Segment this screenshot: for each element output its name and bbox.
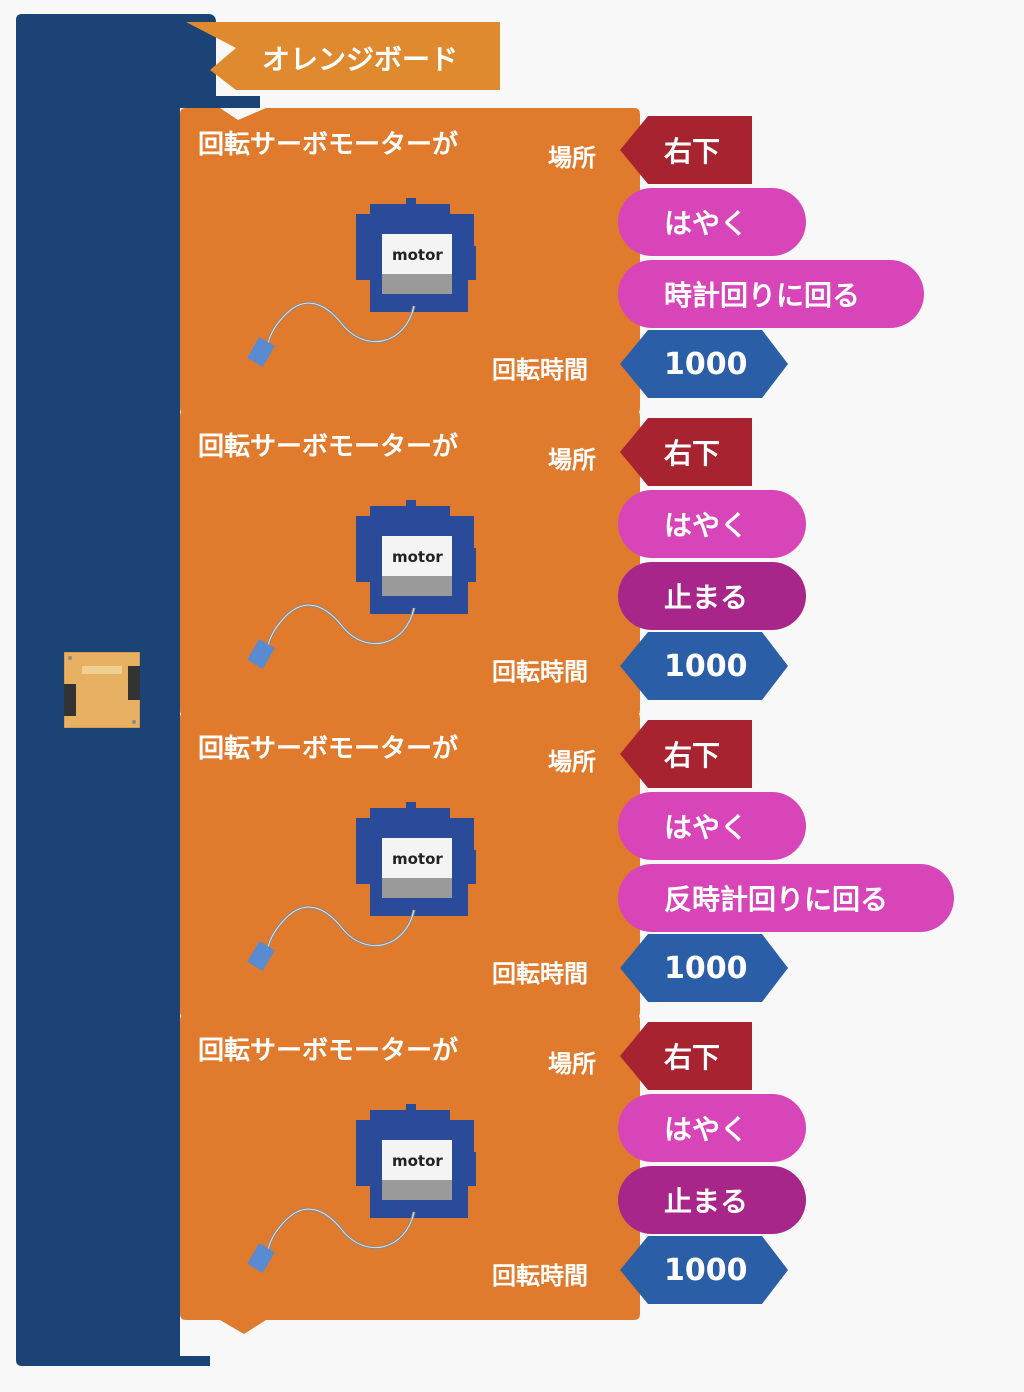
servo-block-title: 回転サーボモーターが: [198, 432, 459, 462]
speed-dropdown[interactable]: はやく: [664, 207, 749, 240]
speed-field-shape: [618, 792, 806, 860]
hat-label[interactable]: オレンジボード: [262, 43, 459, 76]
servo-motor-icon: [247, 802, 476, 971]
motor-label: motor: [392, 1152, 443, 1170]
duration-label: 回転時間: [492, 960, 588, 988]
location-field-shape: [620, 720, 752, 788]
duration-field-shape: [620, 934, 788, 1002]
location-field-shape: [620, 418, 752, 486]
speed-field-shape: [618, 188, 806, 256]
rotation-action-dropdown[interactable]: 止まる: [664, 1185, 749, 1218]
motor-label: motor: [392, 246, 443, 264]
place-label: 場所: [548, 144, 596, 172]
duration-field-shape: [620, 1236, 788, 1304]
hat-block-shape: [186, 22, 500, 90]
motor-label: motor: [392, 548, 443, 566]
place-label: 場所: [548, 748, 596, 776]
duration-input[interactable]: 1000: [664, 648, 748, 684]
duration-label: 回転時間: [492, 1262, 588, 1290]
duration-label: 回転時間: [492, 658, 588, 686]
rotation-action-dropdown[interactable]: 時計回りに回る: [664, 279, 861, 312]
place-label: 場所: [548, 1050, 596, 1078]
action-field-shape: [618, 864, 954, 932]
servo-block-title: 回転サーボモーターが: [198, 130, 459, 160]
schoomy-board-icon: [64, 652, 140, 728]
servo-block[interactable]: [0, 1014, 1024, 1346]
action-field-shape: [618, 260, 924, 328]
speed-field-shape: [618, 490, 806, 558]
duration-field-shape: [620, 330, 788, 398]
servo-motor-icon: [247, 500, 476, 669]
servo-block[interactable]: [0, 108, 1024, 440]
servo-block[interactable]: [0, 712, 1024, 1044]
rotation-action-dropdown[interactable]: 反時計回りに回る: [664, 883, 889, 916]
duration-input[interactable]: 1000: [664, 346, 748, 382]
location-dropdown[interactable]: 右下: [664, 437, 721, 470]
duration-field-shape: [620, 632, 788, 700]
location-dropdown[interactable]: 右下: [664, 1041, 721, 1074]
action-field-shape: [618, 562, 806, 630]
speed-dropdown[interactable]: はやく: [664, 811, 749, 844]
location-field-shape: [620, 1022, 752, 1090]
action-field-shape: [618, 1166, 806, 1234]
duration-input[interactable]: 1000: [664, 1252, 748, 1288]
place-label: 場所: [548, 446, 596, 474]
speed-field-shape: [618, 1094, 806, 1162]
duration-label: 回転時間: [492, 356, 588, 384]
speed-dropdown[interactable]: はやく: [664, 509, 749, 542]
location-dropdown[interactable]: 右下: [664, 739, 721, 772]
duration-input[interactable]: 1000: [664, 950, 748, 986]
servo-motor-icon: [247, 1104, 476, 1273]
speed-dropdown[interactable]: はやく: [664, 1113, 749, 1146]
location-dropdown[interactable]: 右下: [664, 135, 721, 168]
motor-label: motor: [392, 850, 443, 868]
servo-block-title: 回転サーボモーターが: [198, 1036, 459, 1066]
location-field-shape: [620, 116, 752, 184]
servo-motor-icon: [247, 198, 476, 367]
rotation-action-dropdown[interactable]: 止まる: [664, 581, 749, 614]
servo-block[interactable]: [0, 410, 1024, 742]
servo-block-title: 回転サーボモーターが: [198, 734, 459, 764]
